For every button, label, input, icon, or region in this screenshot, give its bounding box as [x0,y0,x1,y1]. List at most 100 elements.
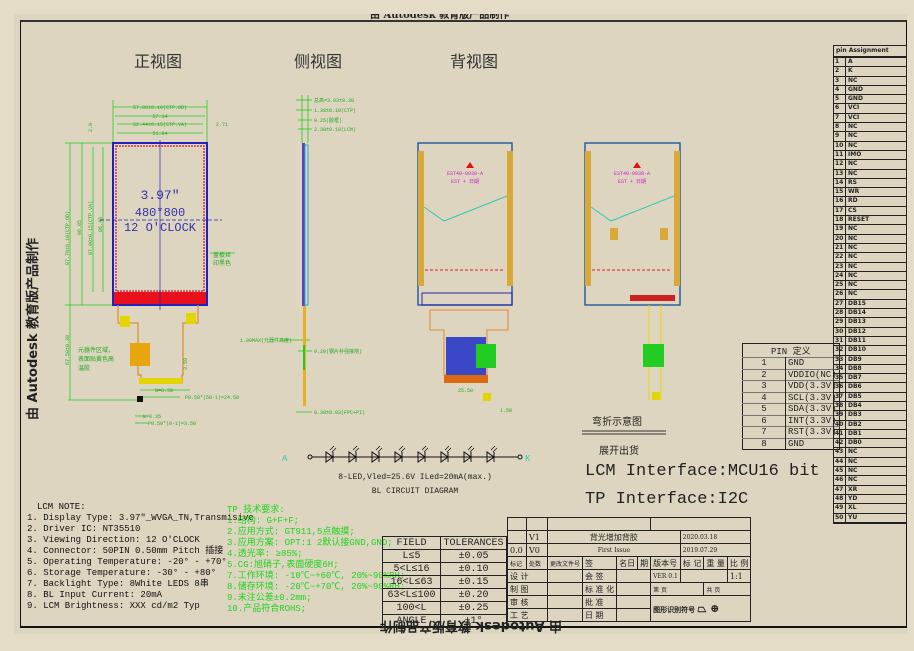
pin-signal: NC [848,76,858,84]
bl-circuit-diagram: A K 8-LED,Vled=25.6V ILed=20mA(max.) BL … [282,445,531,496]
dim-ctp-od-height: 97.70±0.10(CTP.OD) [65,211,71,265]
dim-width-2: 57.14 [152,114,167,120]
side-lcm-thickness: 2.30±0.10(LCM) [314,127,356,133]
pin-signal: DB0 [848,439,862,447]
drawing-sheet [14,14,907,634]
pin-def-number: 8 [742,437,786,450]
dim-p1: P0.50*(50-1)=24.50 [185,395,239,401]
pin-def-number: 5 [742,403,786,415]
pin-signal: DB12 [848,327,866,335]
projection-symbol-icon: ⏢ ⊕ [697,601,720,615]
rev1-date: 2020.03.18 [679,530,752,544]
pin-signal: NC [848,132,858,140]
pin-number: 18 [834,216,846,225]
tp-note-item: 3.应用方案: OPT:1 2默认接GND,GND; [227,538,393,548]
bl-spec: 8-LED,Vled=25.6V ILed=20mA(max.) [338,473,492,482]
pin-signal: WR [848,188,860,196]
led-icon [440,445,452,463]
side-view-title: 侧视图 [294,52,343,71]
pin-number: 34 [834,364,846,374]
pin-number: 28 [834,309,846,318]
tol-header-field: FIELD [382,536,441,550]
pin-signal: YU [848,513,858,521]
tolerance-field: 100<L [382,601,441,615]
pin-def-signal: GND [785,437,840,450]
pin-number: 37 [834,392,846,401]
pin-number: 50 [834,513,846,522]
pin-number: 23 [834,262,846,271]
pin-number: 10 [834,141,846,150]
pin-number: 47 [834,485,846,494]
side-view: 总高=3.93±0.30 1.38±0.10(CTP) 0.25(胶框) 2.3… [240,95,365,416]
pin-number: 6 [834,104,846,113]
hdr-mark: 标记 [507,556,527,570]
tolerance-value: ±1° [440,614,507,628]
pin-signal: NC [848,234,858,242]
pin-number: 40 [834,420,846,429]
date-label: 日 期 [582,608,618,622]
lcm-interface: LCM Interface:MCU16 bit [585,462,820,481]
pin-signal: NC [848,262,858,270]
lcm-note-item: 7. Backlight Type: 8White LEDS 8串 [27,579,209,589]
pin-signal: GND [848,95,863,103]
dim-p2: P0.50*(8-1)=3.50 [148,421,196,427]
unfold-label: 展开出货 [599,446,639,457]
pin-number: 26 [834,290,846,299]
lcm-note-item: 2. Driver IC: NT35510 [27,524,141,534]
tp-note-item: 5.CG:旭硝子,表面硬度6H; [227,560,339,570]
pin-number: 22 [834,253,846,262]
tolerance-value: ±0.05 [440,549,507,563]
pin-number: 9 [834,132,846,141]
anode-label: A [282,454,288,464]
total-pages-label: 共 页 [703,582,752,596]
front-view-title: 正视图 [134,52,183,71]
pin-number: 27 [834,299,846,309]
pin-signal: XL [848,504,857,512]
tp-note-item: 4.透光率: ≥85%; [227,549,303,559]
pin-signal: DB7 [848,374,862,382]
pin-signal: DB15 [848,299,866,307]
pin-number: 4 [834,85,846,95]
pin-signal: DB5 [848,392,862,400]
pin-number: 42 [834,439,846,448]
page-label: 第 页 [650,582,705,596]
tolerance-field: ANGLE [382,614,441,628]
lcm-note-item: 5. Operating Temperature: -20° - +70° [27,557,227,567]
approve-label: 批 准 [582,595,618,609]
tp-note-item: 1.结构: G+F+F; [227,516,300,526]
pin-signal: DB9 [848,355,862,363]
tolerance-value: ±0.20 [440,588,507,602]
pin-number: 45 [834,467,846,476]
pin-signal: GND [848,85,863,93]
tolerance-field: L≤5 [382,549,441,563]
pin-number: 35 [834,374,846,383]
hdr-weight: 重 量 [703,556,728,570]
back-label-1: EST40-0038-A [447,171,483,177]
pin-number: 13 [834,169,846,178]
